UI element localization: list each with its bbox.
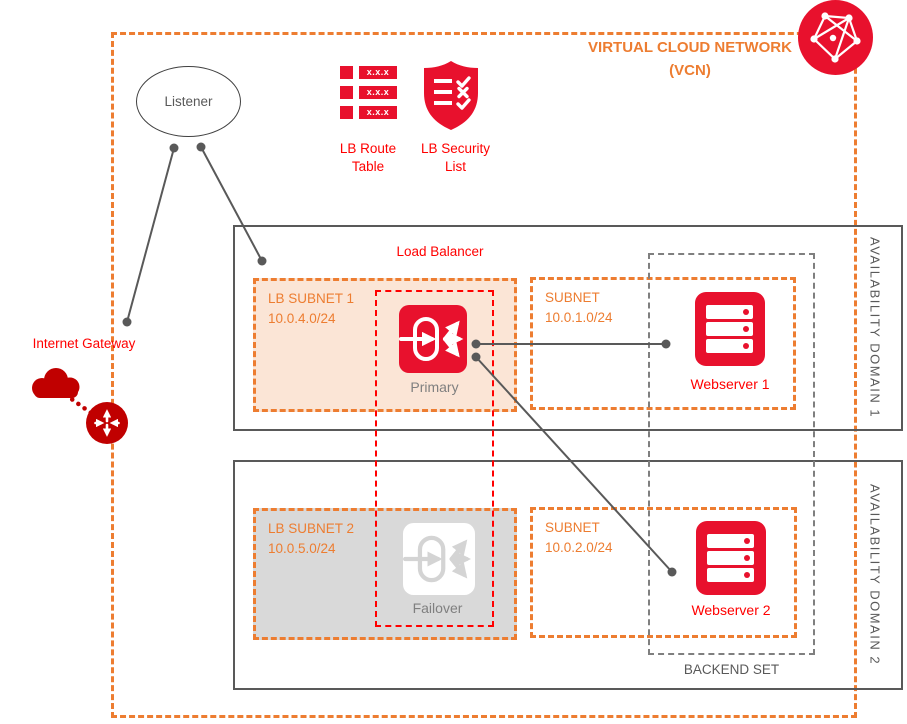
webserver-1-icon — [695, 292, 765, 371]
vcn-network-icon — [798, 0, 873, 75]
availability-domain-1-label: AVAILABILITY DOMAIN 1 — [867, 237, 883, 419]
failover-label: Failover — [412, 600, 463, 616]
lb-route-table-label-line2: Table — [351, 159, 385, 174]
route-table-square — [340, 86, 353, 99]
listener-node: Listener — [136, 66, 241, 137]
load-balancer-label: Load Balancer — [396, 244, 484, 259]
failover-load-balancer-icon — [403, 523, 475, 600]
route-table-cell: x.x.x — [359, 66, 397, 79]
route-table-square — [340, 106, 353, 119]
vcn-title-line2: (VCN) — [669, 62, 711, 79]
internet-cloud-icon — [26, 367, 84, 405]
route-table-cell: x.x.x — [359, 106, 397, 119]
vcn-title: VIRTUAL CLOUD NETWORK (VCN) — [565, 36, 815, 82]
primary-label: Primary — [410, 379, 459, 395]
availability-domain-2-label: AVAILABILITY DOMAIN 2 — [867, 484, 883, 666]
primary-load-balancer-icon — [399, 305, 467, 378]
lb-route-table-label: LB Route Table — [323, 140, 413, 176]
vcn-boundary — [111, 32, 857, 718]
route-table-row: x.x.x — [340, 86, 397, 99]
lb-security-list-label: LB Security List — [408, 140, 503, 176]
webserver-2-icon — [696, 521, 766, 600]
lb-security-list-label-line1: LB Security — [420, 141, 491, 156]
webserver-1-label: Webserver 1 — [690, 376, 770, 392]
route-table-row: x.x.x — [340, 66, 397, 79]
lb-route-table-label-line1: LB Route — [339, 141, 397, 156]
internet-gateway-label: Internet Gateway — [32, 336, 136, 351]
route-table-cell: x.x.x — [359, 86, 397, 99]
lb-route-table-icon: x.x.x x.x.x x.x.x — [340, 66, 397, 126]
route-table-square — [340, 66, 353, 79]
webserver-2-label: Webserver 2 — [691, 602, 771, 618]
backend-set-label: BACKEND SET — [683, 662, 780, 677]
route-table-row: x.x.x — [340, 106, 397, 119]
vcn-title-line1: VIRTUAL CLOUD NETWORK — [588, 39, 792, 56]
listener-label: Listener — [164, 94, 213, 109]
lb-security-list-label-line2: List — [444, 159, 466, 174]
internet-gateway-icon — [86, 402, 128, 449]
lb-security-list-icon — [420, 59, 482, 138]
